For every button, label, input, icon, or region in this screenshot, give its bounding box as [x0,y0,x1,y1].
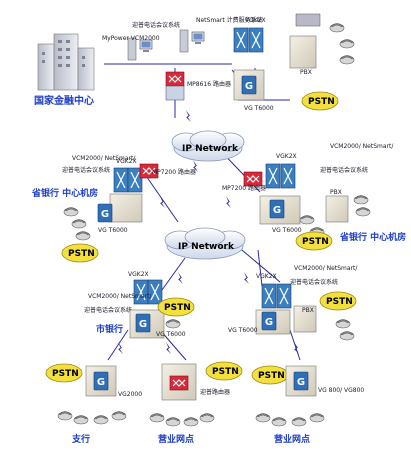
m1-conf-label: 迎普电话会议系统 [84,306,132,314]
b1-site-label: 支行 [71,433,90,445]
top-vgk-label: VGK2X [245,17,266,24]
top-netsmart-label: NetSmart 计费服务系统 [196,16,263,24]
r-vg-icon [269,199,285,219]
m1-vcm-label: VCM2000/ NetSmart/ [88,293,152,300]
m2-vcm-label: VCM2000/ NetSmart/ [294,265,358,272]
pstn-top-label: PSTN [308,97,335,107]
top-vg-label: VG T6000 [244,105,274,112]
b3-vg-label: VG 800/ VG800 [318,387,364,394]
l-site-label: 省银行 中心机房 [31,187,98,199]
m2-vg-label: VG T6000 [228,327,258,334]
pstn-m2-label: PSTN [326,297,353,307]
ip-network-1-label: IP Network [182,144,239,154]
r-vgk-label: VGK2X [276,153,297,160]
b1-vg-label: VG2000 [118,391,142,398]
r-vgk-icon [265,163,281,189]
top-switch-label: MP8616 路由器 [187,80,231,88]
ip-network-2-label: IP Network [178,242,235,252]
b2-site-label: 营业网点 [158,433,194,445]
m2-pbx-label: PBX [302,307,314,314]
m2-vgk-label: VGK2X [256,273,277,280]
l-router-label: MP7200 路由器 [152,168,196,176]
fax-icon [295,13,321,27]
top-vcm-label: MyPower VCM2000 [102,35,160,42]
b3-vg-icon [293,371,309,391]
top-vg-icon [241,75,257,95]
m1-vg-label: VG T6000 [156,331,186,338]
b1-vg-icon [93,371,109,391]
l-conf-label: 迎普电话会议系统 [62,166,110,174]
m1-vgk-label: VGK2X [128,271,149,278]
l-vgk-icon [113,167,129,193]
top-router-icon [165,71,185,87]
top-pbx-icon [289,35,317,69]
top-pbx-label: PBX [300,69,312,76]
r-site-label: 省银行 中心机房 [339,231,406,243]
r-conf-label: 迎普电话会议系统 [320,166,368,174]
pstn-b1-label: PSTN [52,369,79,379]
m2-vgk-icon [261,283,277,309]
l-vcm-label: VCM2000/ NetSmart/ [72,155,136,162]
r-vcm-label: VCM2000/ NetSmart/ [330,143,394,150]
national-center-building [37,33,95,91]
b2-router-icon [169,375,189,391]
r-vg-label: VG T6000 [272,227,302,234]
pstn-b2-label: PSTN [212,367,239,377]
ip-network-cloud-2 [164,227,246,260]
r-router-icon [243,171,263,187]
national-center-label: 国家金融中心 [34,94,94,107]
l-vg-label: VG T6000 [98,227,128,234]
top-servers [127,29,205,61]
l-vg-icon [97,203,113,223]
m2-conf-label: 迎普电话会议系统 [290,278,338,286]
m2-pbx-icon [293,305,317,333]
pstn-b3-label: PSTN [258,371,285,381]
pstn-m1-label: PSTN [164,303,191,313]
pstn-right-label: PSTN [302,237,329,247]
ip-network-cloud-1 [171,130,245,162]
r-pbx-label: PBX [330,189,342,196]
m1-site-label: 市银行 [96,323,123,335]
m1-vg-icon [135,313,151,333]
l-vgk-label: VGK2X [116,158,137,165]
r-router-label: MP7200 路由器 [222,184,266,192]
top-vgk-icon [233,27,249,53]
pstn-left-label: PSTN [68,249,95,259]
top-conf-label: 迎普电话会议系统 [132,21,180,29]
b3-site-label: 营业网点 [274,433,310,445]
b2-router-label: 迎普路由器 [200,388,230,396]
m1-vgk-icon [133,279,149,305]
r-pbx-icon [325,195,349,223]
m2-vg-icon [261,311,277,331]
